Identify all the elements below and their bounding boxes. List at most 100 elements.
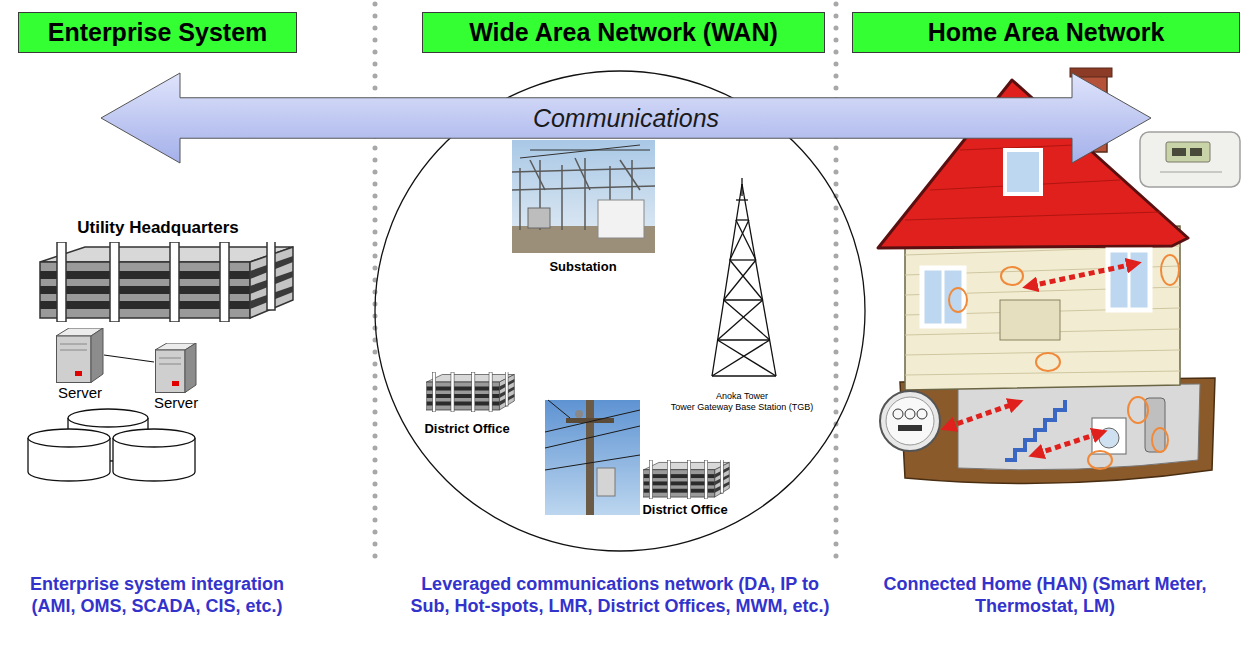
house-illustration (1161, 255, 1179, 285)
house-illustration (1128, 397, 1148, 423)
house-illustration (1172, 148, 1186, 156)
node-text: Wide Area Network (WAN) (469, 18, 778, 47)
radio-tower (712, 375, 776, 376)
house-illustration (1166, 142, 1210, 162)
utility-pole-photo (545, 400, 640, 470)
section-header: Wide Area Network (WAN) (422, 12, 825, 53)
wan-circle (375, 71, 865, 551)
server-icon (57, 336, 92, 383)
utility-pole-photo (545, 400, 640, 515)
house-illustration (905, 409, 915, 419)
substation-photo (512, 140, 655, 253)
radio-tower (736, 219, 749, 220)
house-illustration (886, 397, 934, 445)
house-illustration (1140, 132, 1240, 187)
radio-tower (730, 259, 756, 260)
node-text: Enterprise System (48, 18, 268, 47)
site-label: District Office (424, 421, 509, 437)
section-header: Enterprise System (18, 12, 297, 53)
headquarters-building (40, 240, 293, 322)
radio-tower (712, 184, 742, 376)
substation-photo (575, 158, 590, 190)
house-illustration (905, 145, 1160, 220)
node-text: Communications (533, 104, 719, 133)
radio-tower (730, 220, 749, 260)
utility-pole-photo (586, 400, 594, 515)
substation-photo (520, 145, 640, 158)
server-icon (172, 381, 179, 386)
house-illustration (905, 246, 1180, 375)
substation-photo (528, 208, 550, 228)
substation-photo (512, 168, 655, 172)
radio-tower (724, 300, 770, 340)
house-illustration (1108, 250, 1150, 310)
house-illustration (1036, 433, 1100, 454)
radio-tower (712, 340, 770, 376)
column-caption: Connected Home (HAN) (Smart Meter, Therm… (880, 574, 1210, 617)
database-symbol (28, 409, 195, 481)
substation-photo (512, 186, 655, 190)
utility-pole-photo (545, 455, 640, 470)
building-label: Utility Headquarters (77, 218, 239, 238)
server-icon (185, 343, 196, 393)
server-node: Server (154, 343, 198, 411)
house-illustration (1030, 264, 1134, 286)
house-illustration (1160, 171, 1222, 173)
database-symbol (68, 409, 148, 427)
utility-pole-photo (545, 400, 640, 515)
house-illustration (1036, 353, 1060, 371)
house-illustration (1005, 150, 1041, 194)
house-illustration (942, 268, 945, 326)
district-office-building (644, 459, 730, 499)
house-illustration (917, 409, 927, 419)
house-illustration (1005, 400, 1065, 460)
house-illustration (898, 425, 922, 431)
server-node: Server (56, 328, 104, 401)
house-illustration (1088, 451, 1112, 469)
column-caption: Enterprise system integration (AMI, OMS,… (12, 574, 302, 617)
section-header: Home Area Network (852, 12, 1240, 53)
house-illustration (1099, 428, 1119, 448)
site-label: District Office (642, 502, 727, 518)
house-illustration (880, 391, 940, 451)
radio-tower (718, 300, 763, 340)
house-illustration (905, 212, 1160, 220)
utility-pole-photo (575, 410, 583, 418)
house-illustration (893, 409, 927, 419)
house-illustration (948, 264, 1134, 454)
node-text: Server (154, 394, 198, 411)
house-illustration (949, 288, 967, 312)
server-icon (159, 358, 181, 359)
column-caption: Leveraged communications network (DA, IP… (400, 574, 840, 617)
radio-tower (724, 299, 763, 300)
server-icon (155, 343, 197, 393)
tower-label: Anoka Tower (716, 391, 768, 402)
radio-tower (712, 178, 776, 376)
column-separator (375, 4, 836, 560)
server-icon (60, 350, 87, 351)
house-illustration (1190, 148, 1202, 156)
utility-pole-photo (545, 426, 640, 448)
substation-photo (584, 158, 586, 230)
radio-tower (718, 339, 770, 340)
node-text: Server (58, 384, 102, 401)
database-symbol (113, 429, 195, 447)
connector-line (104, 355, 154, 362)
house-illustration (905, 371, 1180, 375)
utility-pole-photo (566, 418, 614, 423)
house-illustration (905, 226, 1180, 390)
radio-tower (718, 340, 777, 376)
radio-tower (730, 260, 763, 300)
radio-tower (724, 260, 756, 300)
site-label: Substation (549, 259, 616, 275)
house-illustration (1152, 428, 1168, 452)
server-icon (60, 344, 87, 345)
communications-arrow: Communications (100, 72, 1152, 164)
column-separator (834, 4, 839, 560)
house-illustration (1000, 300, 1060, 340)
house-illustration (948, 403, 1016, 427)
double-arrow-shape (101, 73, 1151, 163)
substation-photo (530, 160, 545, 190)
